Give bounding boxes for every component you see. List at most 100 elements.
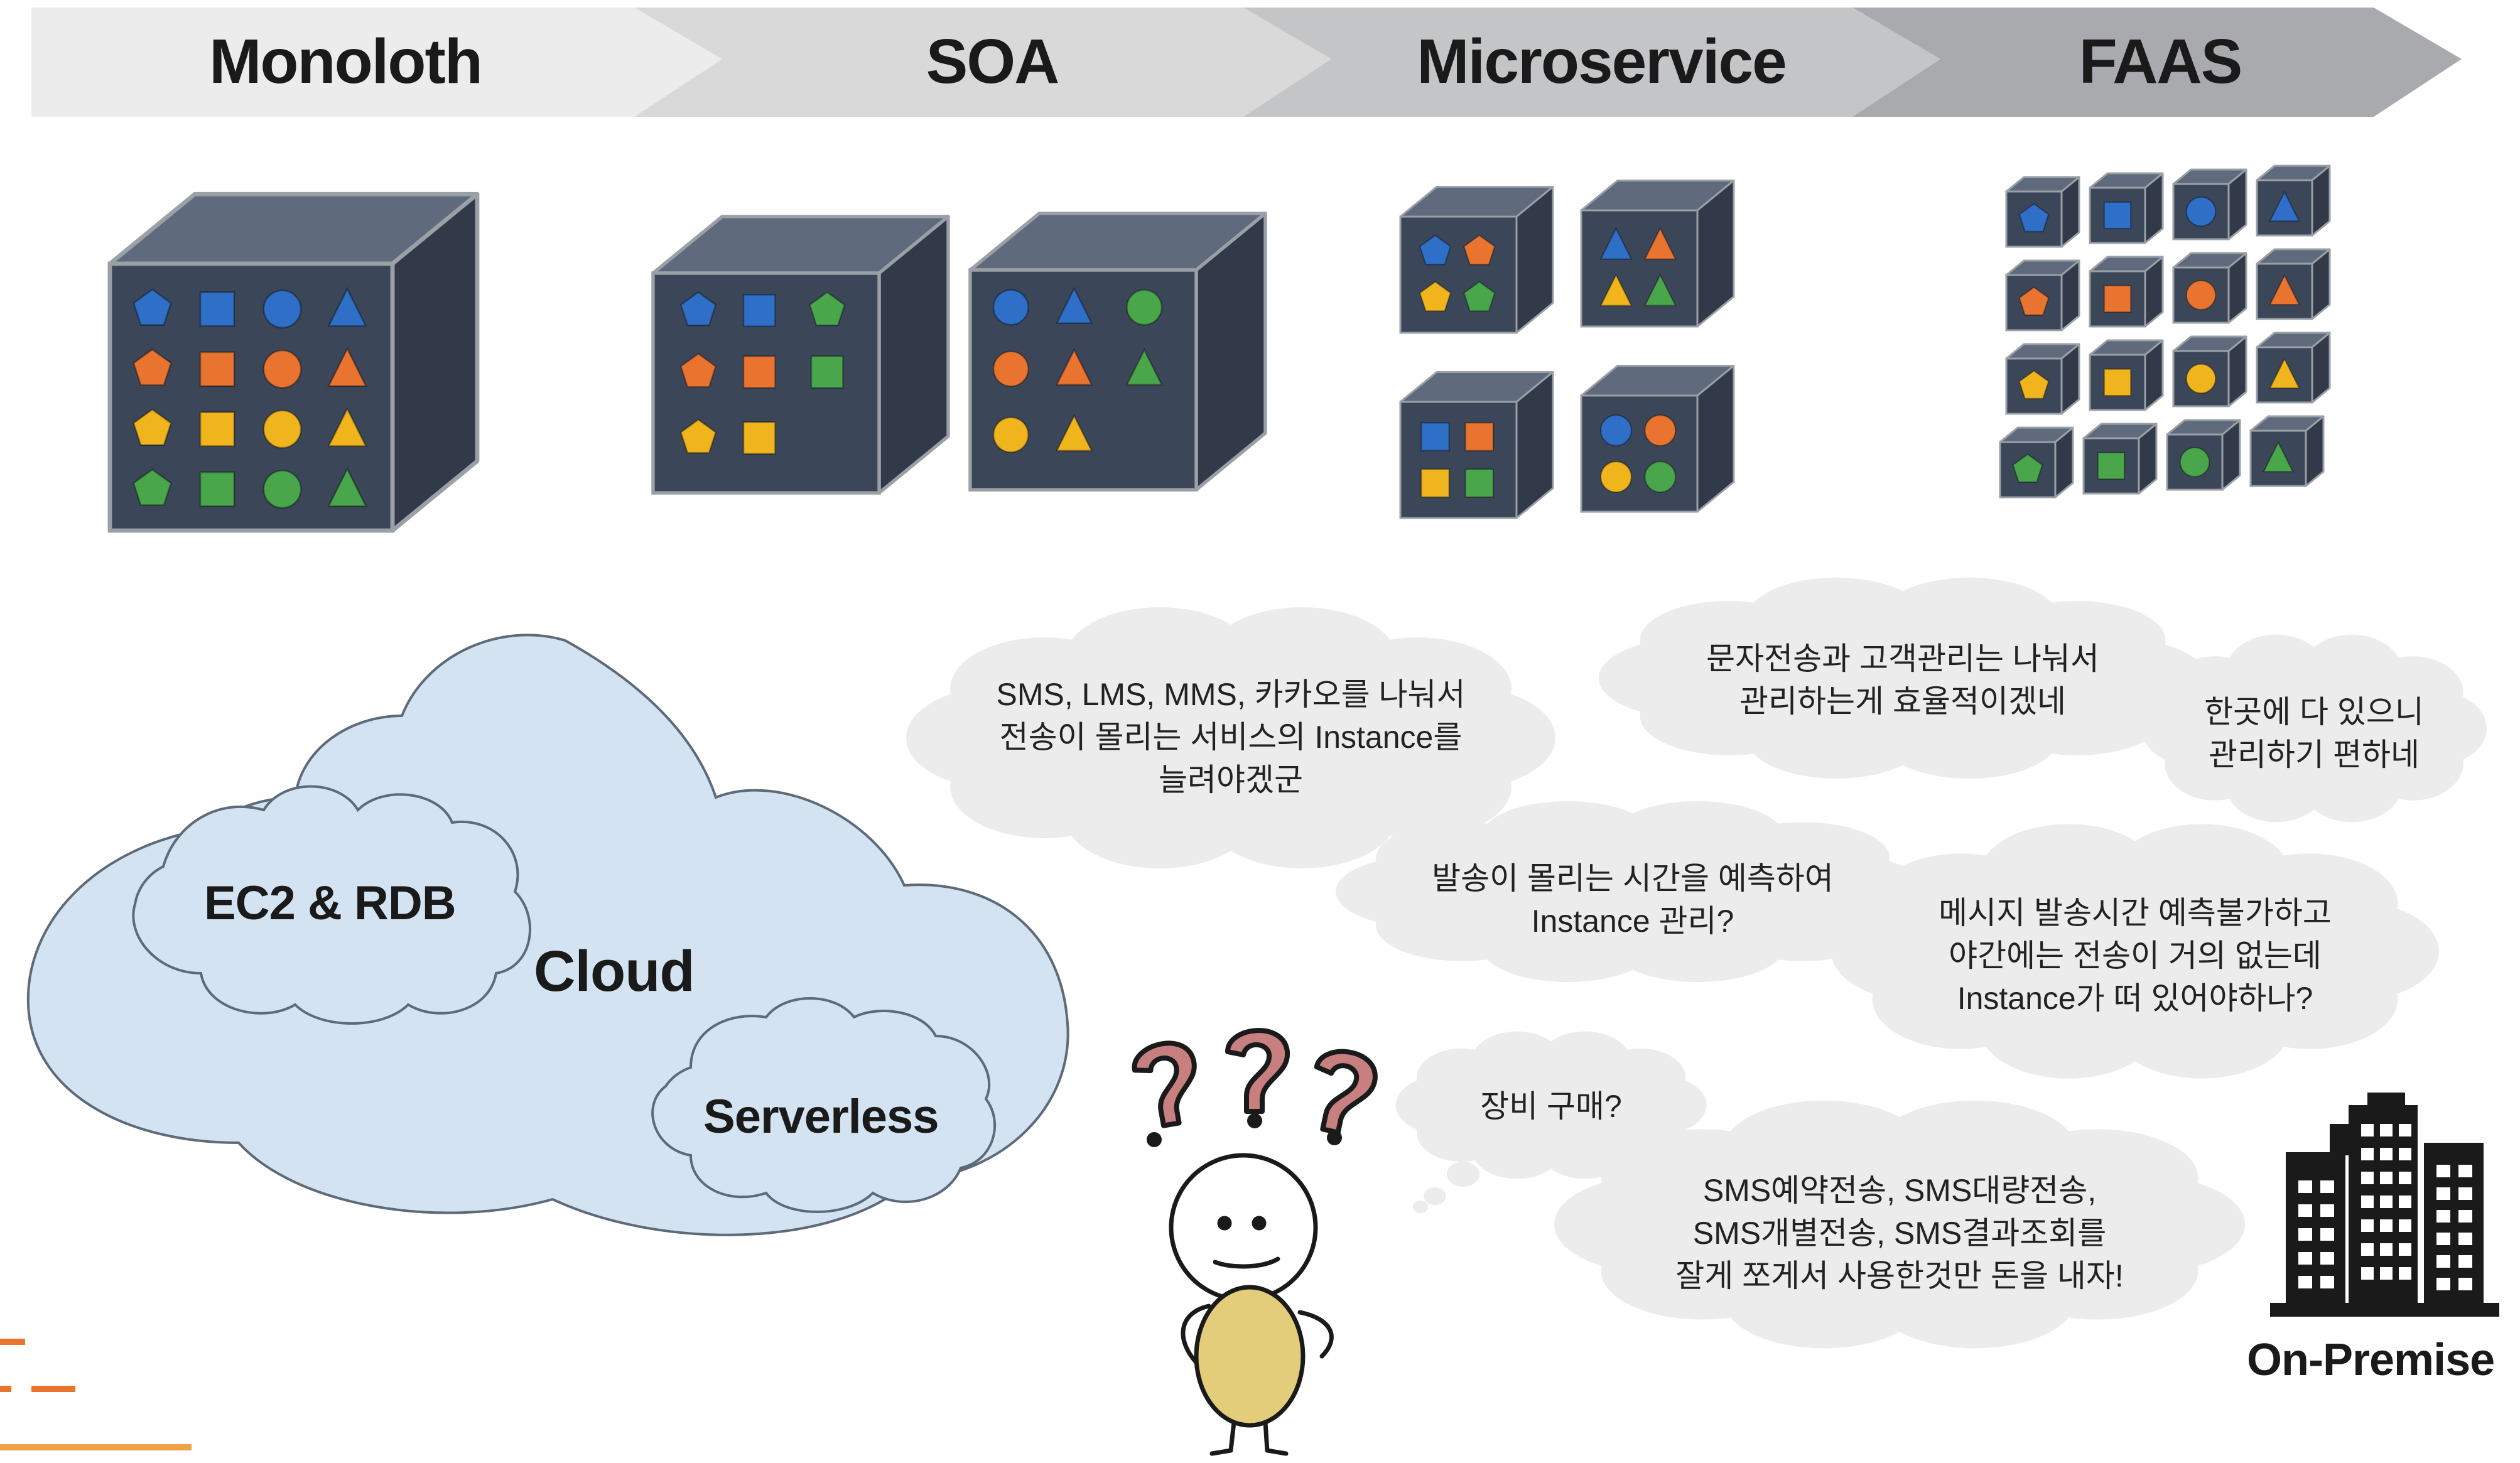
shape-sq — [199, 351, 235, 387]
shape-pe — [1463, 281, 1496, 312]
shape-sq — [810, 355, 844, 389]
cloud-ec2-rdb-label: EC2 & RDB — [204, 877, 457, 930]
service-box — [1580, 179, 1735, 328]
chevron-monoloth — [31, 8, 722, 117]
bubble-unpredictable — [1831, 824, 2439, 1079]
service-boxes — [107, 165, 2331, 533]
shape-pe — [1419, 281, 1452, 312]
stage-label-soa: SOA — [926, 26, 1060, 97]
stage-label-microservice: Microservice — [1417, 26, 1787, 97]
shape-tr — [1599, 273, 1633, 306]
service-box — [2089, 172, 2164, 244]
office-building-icon — [2270, 1093, 2499, 1317]
service-box — [1399, 370, 1554, 519]
service-box — [968, 212, 1267, 492]
shape-tr — [2269, 274, 2300, 306]
shape-sq — [2103, 284, 2132, 313]
service-box — [2089, 339, 2164, 411]
shape-sq — [1420, 468, 1450, 498]
shape-pe — [1463, 234, 1496, 266]
shape-ci — [992, 416, 1029, 453]
shape-sq — [199, 471, 235, 507]
question-marks — [1132, 1028, 1378, 1147]
shape-tr — [1643, 273, 1677, 306]
cloud-ec2-rdb — [132, 785, 531, 1025]
shape-ci — [2185, 279, 2217, 311]
shape-pe — [2012, 453, 2043, 483]
shape-ci — [262, 289, 302, 329]
shape-tr — [1055, 414, 1093, 451]
shape-ci — [2185, 363, 2217, 394]
shape-tr — [327, 407, 367, 447]
stage-label-monoloth: Monoloth — [209, 26, 483, 97]
shape-ci — [2185, 196, 2217, 227]
shape-tr — [1055, 348, 1093, 386]
shape-ci — [1599, 414, 1633, 447]
shape-tr — [2263, 441, 2294, 473]
shape-ci — [262, 409, 302, 449]
thought-trail — [1413, 1162, 1479, 1213]
shape-pe — [132, 348, 172, 386]
shape-sq — [742, 294, 776, 327]
shape-ci — [262, 470, 302, 509]
service-box — [2005, 176, 2080, 248]
service-box — [2089, 256, 2164, 328]
bubble-monolith — [2141, 634, 2487, 823]
shape-tr — [1599, 227, 1633, 260]
service-box — [2172, 252, 2247, 324]
shape-sq — [742, 355, 776, 389]
service-box — [1399, 185, 1554, 334]
shape-sq — [1464, 468, 1495, 498]
stage-label-faas: FAAS — [2079, 26, 2243, 97]
shape-sq — [199, 411, 235, 447]
shape-tr — [1643, 227, 1677, 260]
service-box — [2256, 248, 2331, 320]
shape-sq — [742, 421, 776, 455]
shape-pe — [679, 291, 717, 327]
bubble-faas — [1554, 1100, 2245, 1349]
chevron-microservice — [1243, 8, 1940, 117]
decorative-dashes — [0, 1339, 192, 1450]
shape-tr — [2269, 357, 2300, 389]
shape-ci — [1644, 414, 1677, 447]
shape-tr — [2269, 190, 2300, 222]
chevron-faas — [1852, 8, 2462, 117]
bubble-soa — [906, 607, 1556, 869]
bubble-separate — [1599, 577, 2207, 779]
shape-ci — [262, 349, 302, 389]
shape-sq — [2103, 201, 2132, 230]
service-box — [107, 192, 480, 533]
shape-pe — [132, 408, 172, 446]
shape-ci — [2179, 446, 2210, 478]
service-box — [1580, 364, 1735, 513]
service-box — [2172, 168, 2247, 240]
service-box — [1999, 426, 2074, 499]
bubble-predict — [1336, 801, 1930, 983]
shape-pe — [808, 291, 846, 327]
shape-pe — [679, 352, 717, 388]
cloud-main-label: Cloud — [534, 939, 695, 1003]
shape-pe — [132, 468, 172, 506]
shape-ci — [992, 350, 1029, 387]
shape-ci — [1126, 289, 1163, 326]
shape-ci — [1599, 460, 1633, 494]
service-box — [2256, 165, 2331, 237]
shape-tr — [327, 347, 367, 387]
shape-ci — [1644, 460, 1677, 494]
shape-tr — [1125, 348, 1163, 386]
shape-pe — [2018, 203, 2050, 232]
service-box — [2005, 259, 2080, 332]
shape-sq — [2097, 451, 2126, 480]
shape-sq — [1464, 422, 1495, 451]
shape-tr — [327, 286, 367, 327]
thought-bubbles — [906, 577, 2487, 1349]
shape-pe — [1419, 234, 1452, 266]
service-box — [2082, 423, 2158, 495]
